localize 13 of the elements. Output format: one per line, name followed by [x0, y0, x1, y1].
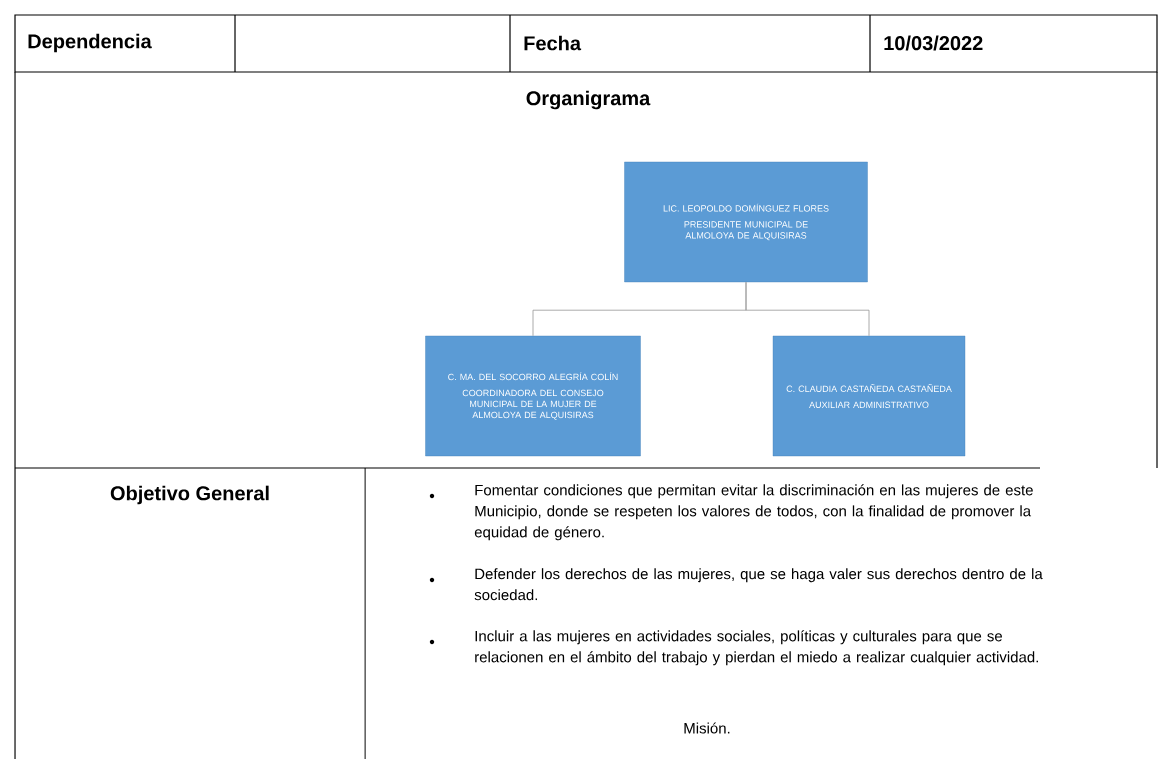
org-box: C. CLAUDIA CASTAÑEDA CASTAÑEDA AUXILIAR ADMINISTRATIVO: [772, 335, 966, 457]
cell-text: Fecha: [524, 35, 582, 51]
bullet-text: Defender los derechos de las mujeres, que se haga valer sus derechos dentro de la sociedad.: [474, 568, 1043, 601]
org-box: LIC. LEOPOLDO DOMÍNGUEZ FLORES PRESIDENTE MUNICIPAL DE ALMOLOYA DE ALQUISIRAS: [624, 161, 868, 283]
connector-line: [745, 281, 870, 337]
cell-text: Dependencia: [28, 33, 152, 53]
bullet-text: Fomentar condiciones que permitan evitar la discriminación en las mujeres de este Municipio, donde se respeten los valores de todos, con la finalidad de promover la equidad de género.: [474, 484, 1033, 541]
cell-text: 10/03/2022: [884, 35, 983, 51]
bullet-text: Incluir a las mujeres en actividades sociales, políticas y culturales para que se relacionen en el ámbito del trabajo y pierdan el miedo a realizar cualquier actividad.: [475, 630, 1038, 666]
org-box: C. MA. DEL SOCORRO ALEGRÍA COLÍN COORDINADORA DEL CONSEJO MUNICIPAL DE LA MUJER DE ALMOLOYA DE ALQUISIRAS: [425, 335, 641, 457]
heading: Organigrama: [526, 90, 651, 110]
cell-text: Objetivo General: [110, 485, 269, 505]
cell-text: Misión.: [684, 722, 730, 734]
